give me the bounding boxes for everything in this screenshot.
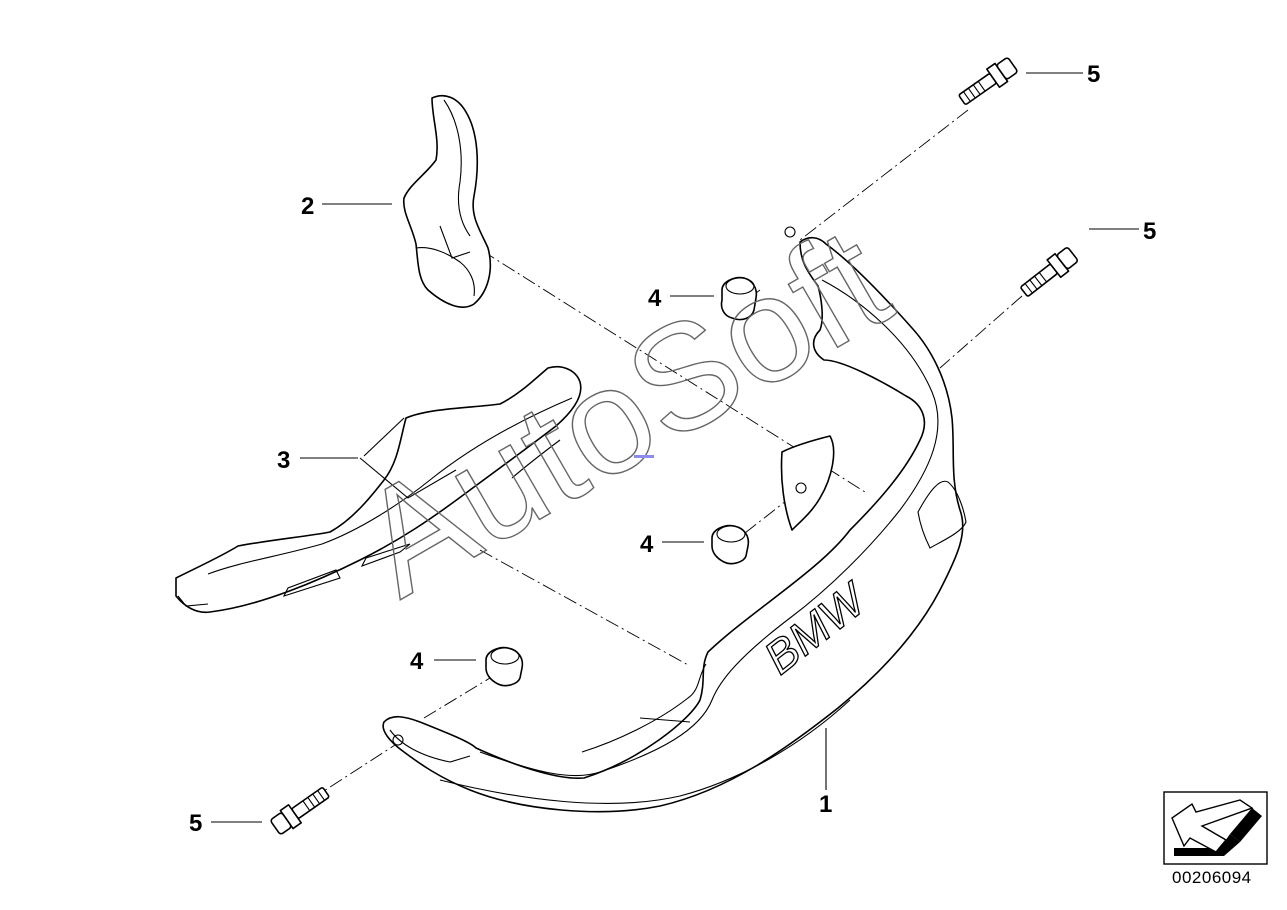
watermark-mark bbox=[634, 455, 654, 458]
callout-4-bottom: 4 bbox=[410, 648, 424, 675]
part-3-spoiler bbox=[175, 366, 582, 614]
part-5-bolt-b bbox=[1020, 247, 1078, 297]
part-5-bolt-c bbox=[270, 787, 330, 835]
direction-arrow-icon bbox=[1163, 791, 1268, 865]
part-4-grommet-c bbox=[485, 646, 524, 687]
part-4-grommet-b bbox=[711, 524, 750, 565]
callout-5-right: 5 bbox=[1143, 218, 1156, 245]
part-2-bracket bbox=[402, 94, 492, 308]
callout-4-top: 4 bbox=[648, 285, 662, 312]
part-4-grommet-a bbox=[720, 276, 758, 321]
callout-3: 3 bbox=[277, 447, 290, 474]
reference-number: 00206094 bbox=[1172, 868, 1252, 887]
callout-5-bottom: 5 bbox=[189, 810, 202, 837]
part-5-bolt-a bbox=[958, 57, 1018, 105]
leader-lines bbox=[211, 72, 1139, 823]
part-1-belly-pan: BMW bbox=[382, 226, 967, 813]
callout-1: 1 bbox=[819, 791, 832, 818]
callout-4-middle: 4 bbox=[640, 531, 654, 558]
callout-2: 2 bbox=[301, 193, 314, 220]
callout-5-top: 5 bbox=[1087, 61, 1100, 88]
